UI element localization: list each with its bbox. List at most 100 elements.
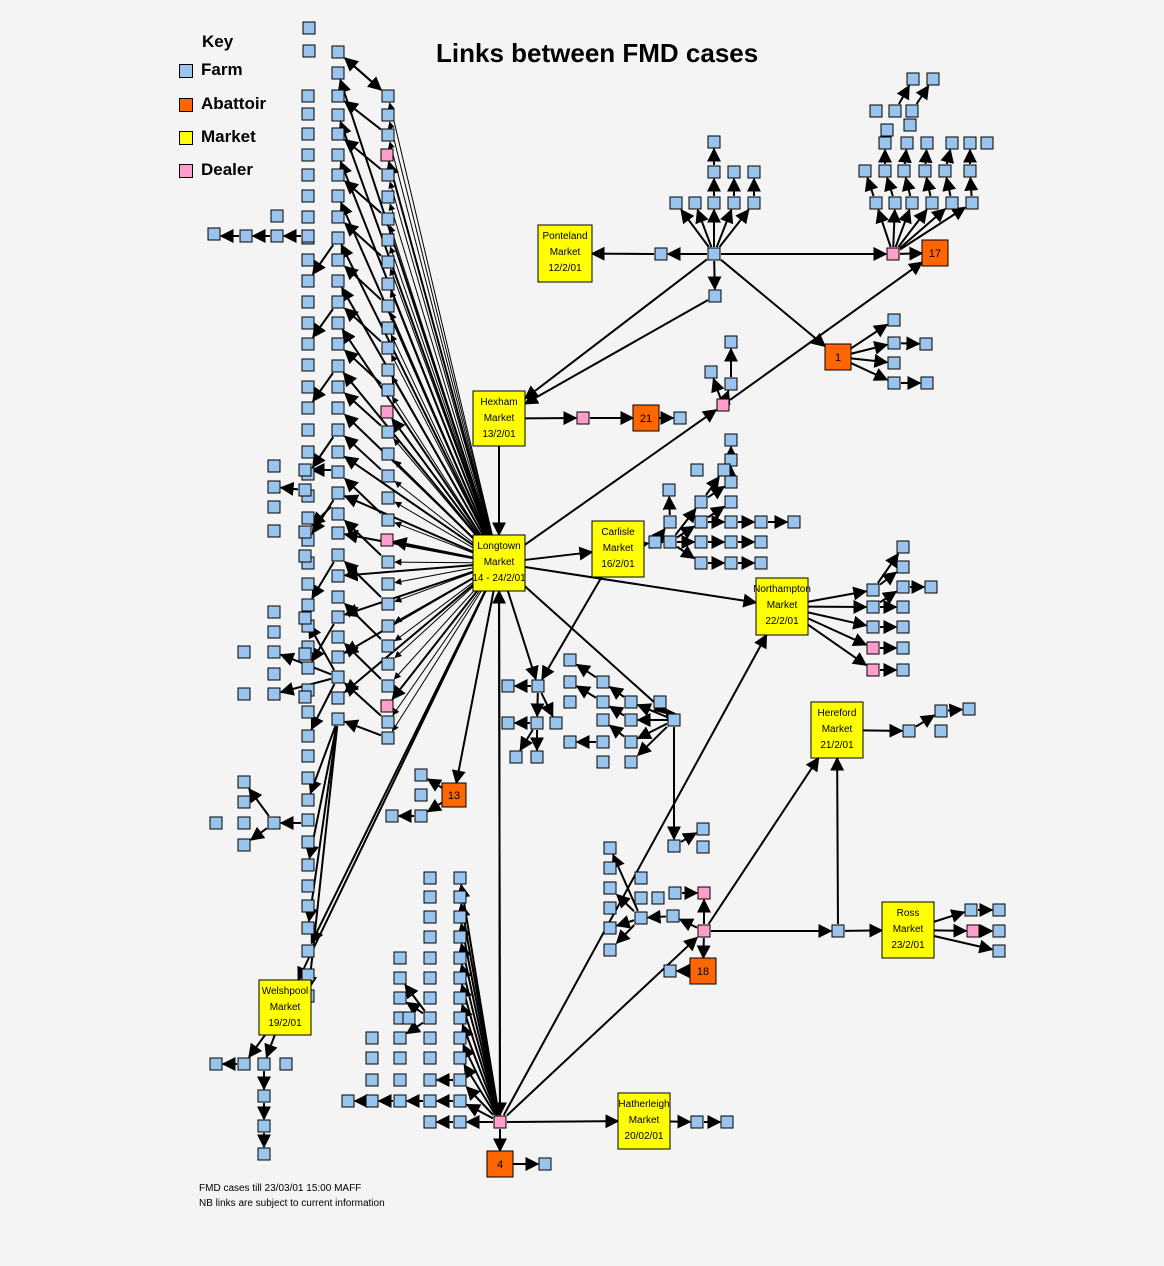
link-arrow	[249, 826, 268, 841]
link-arrow	[342, 371, 477, 536]
farm-node	[453, 1094, 467, 1108]
farm-node	[237, 645, 251, 659]
farm-node	[453, 930, 467, 944]
farm-node	[298, 647, 312, 661]
farm-node	[301, 358, 315, 372]
link-arrow	[394, 572, 474, 603]
farm-node	[423, 1011, 437, 1025]
market-label: Market	[629, 1115, 660, 1126]
link-arrow	[341, 286, 484, 536]
link-arrow	[711, 377, 725, 399]
farm-node	[896, 540, 910, 554]
farm-node	[905, 104, 919, 118]
link-arrow	[388, 181, 492, 536]
abattoir-box	[441, 782, 467, 808]
abattoir-label: 1	[835, 352, 841, 364]
market-label: Hatherleigh	[618, 1099, 669, 1110]
farm-node	[301, 835, 315, 849]
dealer-node	[380, 699, 394, 713]
farm-node	[301, 127, 315, 141]
link-lines	[219, 57, 994, 1171]
farm-swatch	[179, 64, 193, 78]
abattoir-label: 4	[497, 1159, 503, 1171]
farm-node	[301, 577, 315, 591]
farm-node	[651, 891, 665, 905]
market-box	[537, 224, 593, 283]
link-arrow	[391, 590, 478, 701]
farm-node	[301, 107, 315, 121]
market-box	[755, 577, 809, 636]
link-arrow	[897, 208, 928, 248]
farm-node	[918, 164, 932, 178]
farm-node	[563, 735, 577, 749]
market-label: Market	[767, 600, 798, 611]
link-arrow	[940, 148, 954, 165]
farm-node	[381, 212, 395, 226]
link-arrow	[807, 623, 868, 666]
farm-node	[538, 1157, 552, 1171]
farm-node	[381, 363, 395, 377]
farm-node	[945, 196, 959, 210]
case-nodes: PontelandMarket12/2/01HexhamMarket13/2/0…	[207, 21, 1006, 1178]
farm-node	[563, 653, 577, 667]
farm-node	[393, 991, 407, 1005]
market-label: Ponteland	[542, 231, 587, 242]
link-arrow	[387, 121, 493, 536]
abattoir-box	[921, 239, 949, 267]
link-arrow	[900, 336, 921, 351]
farm-node	[267, 500, 281, 514]
farm-node	[331, 189, 345, 203]
link-arrow	[524, 566, 758, 608]
farm-node	[453, 1031, 467, 1045]
farm-node	[963, 136, 977, 150]
farm-node	[530, 750, 544, 764]
link-arrow	[678, 918, 698, 932]
farm-node	[331, 274, 345, 288]
link-arrow	[459, 1003, 499, 1116]
link-arrow	[248, 1034, 266, 1059]
abattoir-box	[689, 957, 717, 985]
farm-node	[301, 661, 315, 675]
farm-node	[717, 463, 731, 477]
farm-node	[603, 861, 617, 875]
farm-node	[381, 731, 395, 745]
farm-node	[301, 337, 315, 351]
farm-node	[453, 951, 467, 965]
farm-node	[603, 943, 617, 957]
link-arrow	[393, 590, 475, 680]
link-arrow	[634, 538, 650, 553]
link-arrow	[465, 1103, 494, 1120]
market-box	[472, 390, 526, 447]
link-arrow	[899, 246, 924, 261]
dealer-node	[697, 886, 711, 900]
farm-node	[869, 104, 883, 118]
farm-node	[704, 365, 718, 379]
farm-node	[270, 229, 284, 243]
farm-node	[257, 1057, 271, 1071]
farm-node	[207, 227, 221, 241]
farm-node	[690, 463, 704, 477]
market-label: 22/2/01	[765, 616, 799, 627]
farm-node	[301, 423, 315, 437]
link-arrow	[902, 176, 916, 197]
farm-node	[694, 515, 708, 529]
farm-node	[331, 526, 345, 540]
abattoir-node-21: 21	[632, 404, 660, 432]
abattoir-box	[632, 404, 660, 432]
farm-node	[897, 164, 911, 178]
farm-node	[694, 556, 708, 570]
link-arrow	[343, 349, 382, 385]
farm-node	[381, 715, 395, 729]
farm-node	[331, 359, 345, 373]
farm-node	[896, 663, 910, 677]
farm-node	[365, 1051, 379, 1065]
farm-node	[267, 667, 281, 681]
farm-node	[237, 838, 251, 852]
link-arrow	[705, 475, 720, 496]
farm-node	[896, 641, 910, 655]
link-arrow	[530, 692, 545, 718]
farm-node	[393, 1094, 407, 1108]
